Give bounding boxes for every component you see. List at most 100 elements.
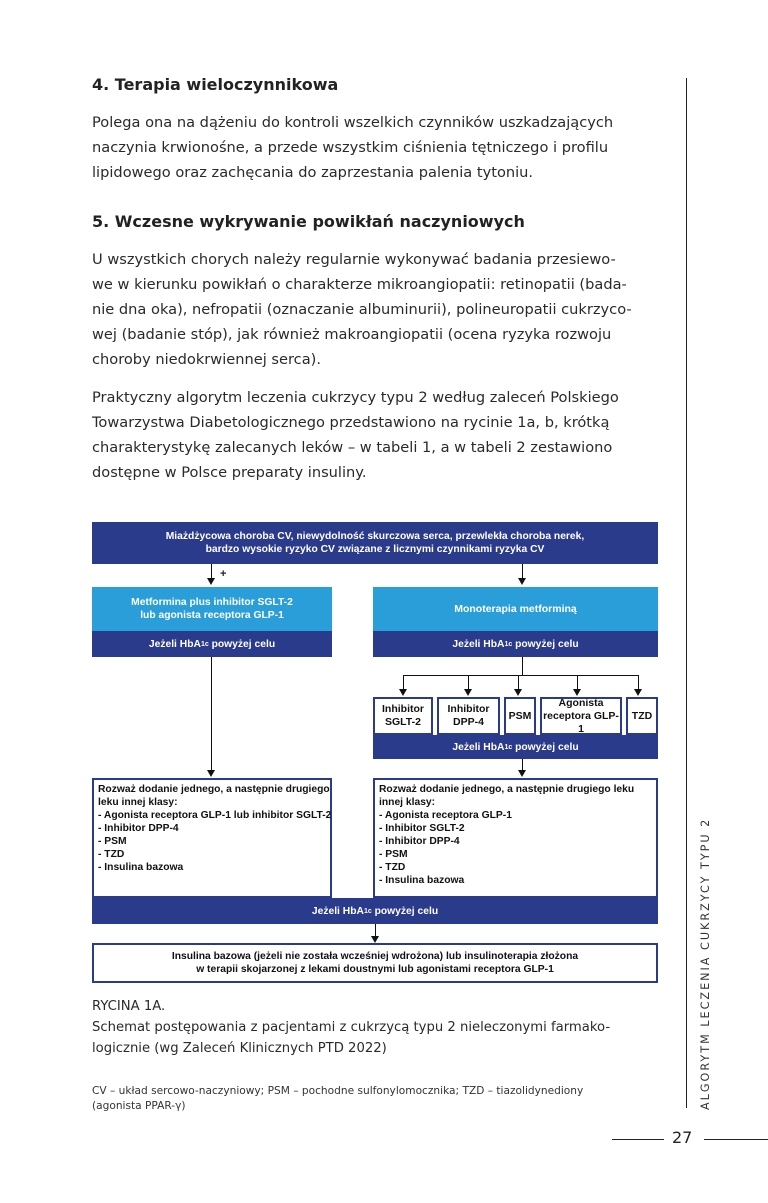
arrow-down-icon bbox=[518, 770, 526, 777]
left-box-line: Metformina plus inhibitor SGLT-2 bbox=[131, 597, 293, 608]
body-line: choroby niedokrwiennej serca). bbox=[92, 351, 321, 368]
caption-label: RYCINA 1A. bbox=[92, 999, 166, 1014]
drug-label: Inhibitor bbox=[382, 703, 424, 715]
drug-label: SGLT-2 bbox=[385, 716, 421, 728]
body-line: Praktyczny algorytm leczenia cukrzycy ty… bbox=[92, 389, 619, 406]
hba-suffix: powyżej celu bbox=[208, 638, 276, 650]
option-line: - Inhibitor DPP-4 bbox=[98, 823, 179, 834]
drug-label: TZD bbox=[631, 709, 653, 722]
hba-suffix: powyżej celu bbox=[512, 741, 579, 753]
connector bbox=[403, 675, 638, 677]
hba-sub: 1c bbox=[363, 907, 372, 915]
hba-sub: 1c bbox=[504, 743, 513, 751]
drug-box-psm: PSM bbox=[504, 697, 536, 735]
connector bbox=[518, 675, 520, 690]
option-line: - Inhibitor SGLT-2 bbox=[379, 823, 465, 834]
top-box-line: bardzo wysokie ryzyko CV związane z licz… bbox=[205, 544, 545, 555]
option-line: Rozważ dodanie jednego, a następnie drug… bbox=[98, 784, 330, 795]
body-line: wej (badanie stóp), jak również makroang… bbox=[92, 326, 612, 343]
body-line: Polega ona na dążeniu do kontroli wszelk… bbox=[92, 114, 614, 131]
arrow-down-icon bbox=[371, 936, 379, 943]
option-line: - PSM bbox=[379, 849, 408, 860]
drug-box-sglt2: Inhibitor SGLT-2 bbox=[373, 697, 433, 735]
body-line: naczynia krwionośne, a przede wszystkim … bbox=[92, 139, 609, 156]
connector bbox=[468, 675, 470, 690]
body-line: we w kierunku powikłań o charakterze mik… bbox=[92, 276, 627, 293]
drug-box-glp1: Agonista receptora GLP-1 bbox=[540, 697, 622, 735]
footnote: CV – układ sercowo-naczyniowy; PSM – poc… bbox=[92, 1084, 658, 1114]
footnote-line: CV – układ sercowo-naczyniowy; PSM – poc… bbox=[92, 1085, 584, 1097]
page-number-rule-left bbox=[612, 1139, 664, 1140]
body-line: charakterystykę zalecanych leków – w tab… bbox=[92, 439, 613, 456]
arrow-down-icon bbox=[573, 689, 581, 696]
connector bbox=[522, 564, 524, 579]
option-line: leku innej klasy: bbox=[98, 797, 178, 808]
figure-caption: RYCINA 1A. Schemat postępowania z pacjen… bbox=[92, 996, 658, 1059]
page-number: 27 bbox=[672, 1128, 693, 1147]
connector bbox=[211, 657, 213, 771]
connector bbox=[577, 675, 579, 690]
connector bbox=[375, 924, 377, 937]
arrow-down-icon bbox=[634, 689, 642, 696]
page-number-rule-right bbox=[704, 1139, 768, 1140]
flowchart-top-box: Miażdżycowa choroba CV, niewydolność sku… bbox=[92, 522, 658, 564]
section-5-para-2: Praktyczny algorytm leczenia cukrzycy ty… bbox=[92, 385, 658, 485]
hba-label: Jeżeli HbA bbox=[452, 638, 505, 650]
arrow-down-icon bbox=[518, 578, 526, 585]
final-therapy-box: Insulina bazowa (jeżeli nie została wcze… bbox=[92, 943, 658, 983]
caption-text: Schemat postępowania z pacjentami z cukr… bbox=[92, 1020, 611, 1035]
body-line: Towarzystwa Diabetologicznego przedstawi… bbox=[92, 414, 610, 431]
right-box-label: Monoterapia metforminą bbox=[454, 603, 577, 615]
hba-label: Jeżeli HbA bbox=[148, 638, 201, 650]
hba-sub: 1c bbox=[200, 640, 209, 648]
option-line: - Inhibitor DPP-4 bbox=[379, 836, 460, 847]
connector bbox=[638, 675, 640, 690]
body-line: nie dna oka), nefropatii (oznaczanie alb… bbox=[92, 301, 632, 318]
drug-label: receptora GLP-1 bbox=[543, 709, 619, 735]
arrow-down-icon bbox=[207, 770, 215, 777]
top-box-line: Miażdżycowa choroba CV, niewydolność sku… bbox=[165, 531, 585, 542]
connector bbox=[211, 564, 213, 579]
option-line: Rozważ dodanie jednego, a następnie drug… bbox=[379, 784, 635, 795]
right-therapy-box: Monoterapia metforminą bbox=[373, 587, 658, 631]
section-4-body: Polega ona na dążeniu do kontroli wszelk… bbox=[92, 110, 658, 185]
drug-label: Inhibitor bbox=[447, 703, 490, 715]
left-therapy-box: Metformina plus inhibitor SGLT-2 lub ago… bbox=[92, 587, 332, 631]
section-5-heading: 5. Wczesne wykrywanie powikłań naczyniow… bbox=[92, 212, 525, 231]
final-box-line: w terapii skojarzonej z lekami doustnymi… bbox=[196, 964, 554, 975]
drug-label: PSM bbox=[508, 709, 532, 722]
option-line: - TZD bbox=[98, 849, 125, 860]
left-options-box: Rozważ dodanie jednego, a następnie drug… bbox=[92, 778, 332, 898]
option-line: innej klasy: bbox=[379, 797, 436, 808]
final-box-line: Insulina bazowa (jeżeli nie została wcze… bbox=[171, 951, 579, 962]
left-box-line: lub agonista receptora GLP-1 bbox=[140, 610, 284, 621]
body-line: dostępne w Polsce preparaty insuliny. bbox=[92, 464, 367, 481]
section-4-heading: 4. Terapia wieloczynnikowa bbox=[92, 75, 339, 94]
drug-label: DPP-4 bbox=[453, 716, 484, 728]
hba-label: Jeżeli HbA bbox=[452, 741, 505, 753]
option-line: - Agonista receptora GLP-1 bbox=[379, 810, 512, 821]
footnote-line: (agonista PPAR-γ) bbox=[92, 1100, 186, 1112]
drug-box-dpp4: Inhibitor DPP-4 bbox=[437, 697, 500, 735]
option-line: - Insulina bazowa bbox=[98, 862, 184, 873]
arrow-down-icon bbox=[207, 578, 215, 585]
option-line: - TZD bbox=[379, 862, 406, 873]
hba-label: Jeżeli HbA bbox=[311, 905, 364, 917]
option-line: - Insulina bazowa bbox=[379, 875, 465, 886]
connector bbox=[522, 759, 524, 771]
caption-text: logicznie (wg Zaleceń Klinicznych PTD 20… bbox=[92, 1041, 387, 1056]
hba-suffix: powyżej celu bbox=[371, 905, 439, 917]
arrow-down-icon bbox=[514, 689, 522, 696]
section-5-para-1: U wszystkich chorych należy regularnie w… bbox=[92, 247, 658, 372]
connector bbox=[522, 657, 524, 675]
margin-rule bbox=[686, 78, 687, 1108]
hba-suffix: powyżej celu bbox=[512, 638, 579, 650]
running-section-title: ALGORYTM LECZENIA CUKRZYCY TYPU 2 bbox=[699, 817, 712, 1110]
plus-sign: + bbox=[220, 568, 227, 580]
drug-box-tzd: TZD bbox=[626, 697, 658, 735]
arrow-down-icon bbox=[464, 689, 472, 696]
